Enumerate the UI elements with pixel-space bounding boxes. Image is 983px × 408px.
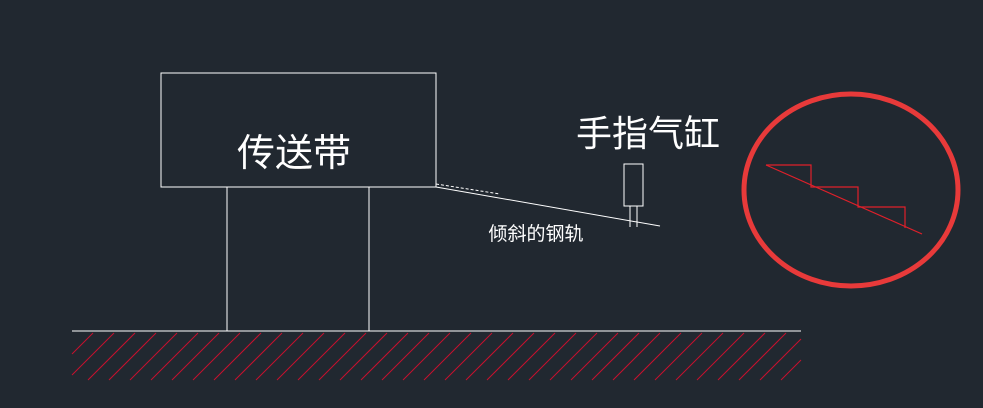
hatch-line — [360, 332, 409, 381]
hatch-line — [696, 332, 745, 381]
conveyor-box — [160, 72, 437, 188]
hatch-line — [150, 332, 199, 381]
hatch-line — [192, 332, 241, 381]
staircase-detail — [765, 164, 923, 235]
hatch-line — [234, 332, 283, 381]
hatch-line — [71, 332, 94, 355]
hatch-line — [465, 332, 514, 381]
finger-cylinder — [623, 163, 644, 227]
finger-cylinder-label: 手指气缸 — [576, 114, 720, 155]
hatch-line — [654, 332, 703, 381]
hatch-line — [339, 332, 388, 381]
hatch-line — [633, 332, 682, 381]
hatch-line — [255, 332, 304, 381]
hatch-line — [549, 332, 598, 381]
hatch-line — [612, 332, 661, 381]
hatch-line — [276, 332, 325, 381]
hatch-line — [486, 332, 535, 381]
ground-hatching — [71, 332, 802, 381]
hatch-line — [759, 338, 802, 381]
hatch-line — [171, 332, 220, 381]
hatch-line — [591, 332, 640, 381]
hatch-line — [507, 332, 556, 381]
hatch-line — [108, 332, 157, 381]
hatch-line — [402, 332, 451, 381]
inclined-rail-label: 倾斜的钢轨 — [488, 223, 583, 245]
hatch-line — [381, 332, 430, 381]
hatch-line — [717, 332, 766, 381]
hatch-line — [444, 332, 493, 381]
highlight-circle — [741, 91, 961, 289]
hatch-line — [318, 332, 367, 381]
hatch-line — [213, 332, 262, 381]
hatch-line — [570, 332, 619, 381]
hatch-line — [780, 359, 802, 381]
hatch-line — [297, 332, 346, 381]
hatch-line — [738, 332, 787, 381]
hatch-line — [423, 332, 472, 381]
hatch-line — [71, 332, 115, 376]
hatch-line — [129, 332, 178, 381]
inclined-rail — [435, 183, 661, 227]
hatch-line — [675, 332, 724, 381]
hatch-line — [528, 332, 577, 381]
conveyor-label: 传送带 — [237, 131, 351, 175]
hatch-line — [87, 332, 136, 381]
support-column — [226, 186, 370, 332]
